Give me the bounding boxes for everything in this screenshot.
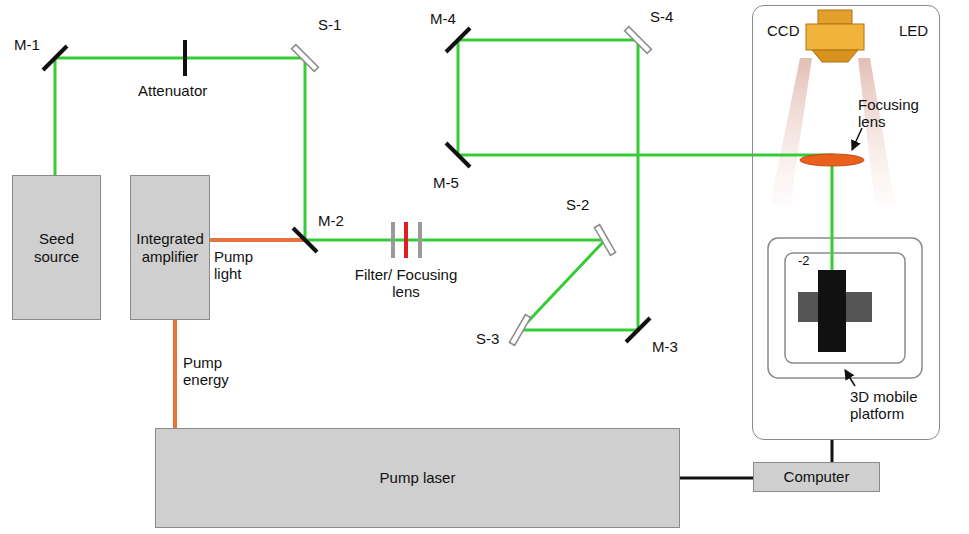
part-label: Focusing lens: [858, 96, 934, 131]
part-label: S-3: [476, 330, 499, 347]
part-label: S-2: [566, 196, 589, 213]
edge-label: Pump energy: [183, 354, 253, 389]
laser-beam: [55, 40, 832, 330]
amplifier-box: Integrated amplifier: [130, 175, 210, 320]
focusing-lens: [800, 154, 864, 166]
control-wire: [680, 477, 753, 480]
leader-arrow: [852, 128, 862, 150]
pump-energy-line: [173, 320, 177, 428]
pump-light: [205, 238, 305, 242]
led-light: [770, 58, 812, 205]
part-label: M-1: [14, 36, 40, 53]
part-label: Attenuator: [138, 82, 207, 99]
part-label: Filter/ Focusing lens: [352, 266, 460, 301]
platform-inner: [785, 253, 905, 363]
computer-box: Computer: [753, 462, 880, 492]
pump-laser-box: Pump laser: [155, 428, 680, 528]
node-text: Computer: [784, 468, 850, 485]
part-label: 3D mobile platform: [850, 388, 930, 423]
control-wire: [831, 440, 834, 462]
imaging-enclosure: CCD LED: [752, 5, 940, 440]
node-text: LED: [899, 22, 928, 39]
sample-number: -2: [798, 254, 810, 269]
leader-arrow: [845, 370, 855, 386]
filter: [404, 222, 408, 258]
source-box: Seed source: [12, 175, 101, 320]
part-label: M-3: [652, 338, 678, 355]
ccd-camera: [806, 10, 864, 62]
part-label: M-2: [318, 212, 344, 229]
part-label: S-1: [318, 16, 341, 33]
node-text: Seed source: [16, 230, 97, 265]
node-text: Pump laser: [380, 469, 456, 486]
mirrors: [43, 28, 650, 342]
node-text: CCD: [767, 22, 800, 39]
part-label: M-5: [433, 174, 459, 191]
platform-outer: [768, 238, 922, 378]
node-text: Integrated amplifier: [134, 230, 206, 265]
led-light: [858, 58, 895, 205]
sample: [818, 270, 846, 352]
part-label: S-4: [650, 8, 673, 25]
filter: [391, 222, 395, 258]
attenuator: [183, 40, 187, 76]
part-label: M-4: [430, 10, 456, 27]
focusing-lens: [418, 222, 422, 258]
part-label: Pump light: [214, 248, 266, 283]
splitters: [292, 27, 652, 346]
